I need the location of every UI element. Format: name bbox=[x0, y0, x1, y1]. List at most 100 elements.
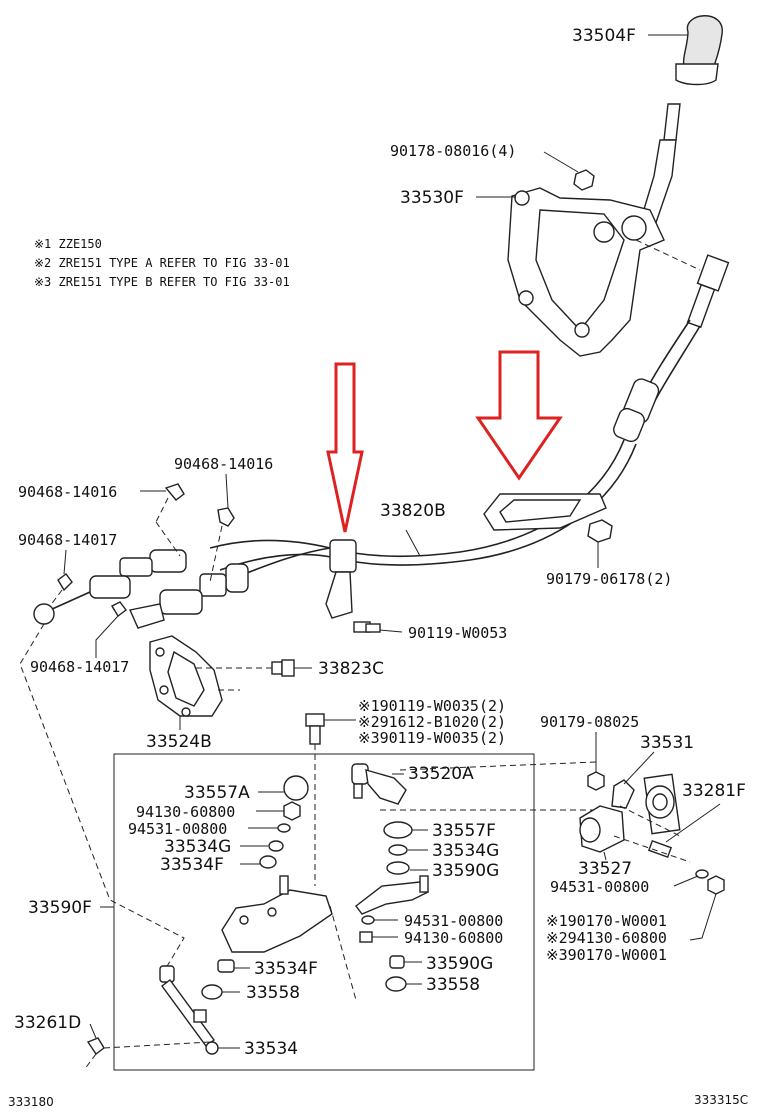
label-90119-W0053: 90119-W0053 bbox=[408, 624, 507, 642]
lead-cable bbox=[405, 529, 421, 557]
label-33524B: 33524B bbox=[146, 732, 212, 752]
shift-lever-small[interactable] bbox=[355, 875, 430, 915]
pin-right[interactable] bbox=[647, 839, 673, 859]
nut-right-lower[interactable] bbox=[707, 875, 725, 895]
label-90468-14016-left: 90468-14016 bbox=[18, 483, 117, 501]
lead-multi-right bbox=[689, 893, 717, 941]
dash-33261D-2 bbox=[83, 1053, 97, 1071]
washer-94531-00800-mid[interactable] bbox=[361, 915, 375, 925]
label-94531-left: 94531-00800 bbox=[128, 820, 227, 838]
clip-33261D[interactable] bbox=[86, 1037, 105, 1056]
ball-joint-33520A[interactable] bbox=[351, 763, 407, 805]
red-arrow-left bbox=[326, 362, 364, 533]
label-94130-left: 94130-60800 bbox=[136, 803, 235, 821]
dash-long-left bbox=[19, 623, 185, 969]
nut-94130-60800-left[interactable] bbox=[283, 801, 301, 821]
lead-33261D bbox=[89, 1023, 97, 1039]
lever-33527[interactable] bbox=[579, 805, 625, 853]
label-multi-3: ※390119-W0035(2) bbox=[358, 729, 506, 747]
cable-boot[interactable] bbox=[611, 377, 661, 444]
bushing-33534F-left[interactable] bbox=[259, 855, 277, 869]
red-arrow-right bbox=[475, 350, 563, 481]
nut-94130-60800-mid[interactable] bbox=[359, 931, 373, 943]
bushing-33590G-lower[interactable] bbox=[389, 955, 405, 969]
lead-33531 bbox=[623, 751, 655, 785]
lead-bolt-mid bbox=[379, 629, 403, 633]
note-1: ※1 ZZE150 bbox=[34, 237, 102, 251]
shifter-bracket-33530F[interactable] bbox=[507, 187, 665, 357]
label-33590G-lower: 33590G bbox=[426, 954, 493, 974]
cable-clamp[interactable] bbox=[325, 539, 357, 619]
label-90468-14017-bottom: 90468-14017 bbox=[30, 658, 129, 676]
bushing-33534G-left[interactable] bbox=[268, 840, 284, 852]
dash-bracket-cable bbox=[635, 239, 701, 271]
bracket-33524B[interactable] bbox=[149, 635, 223, 717]
bolt-33823C[interactable] bbox=[271, 659, 295, 677]
label-33820B: 33820B bbox=[380, 501, 446, 521]
label-33558-right: 33558 bbox=[426, 975, 480, 995]
label-94531-mid: 94531-00800 bbox=[404, 912, 503, 930]
figure-code-right: 333315C bbox=[694, 1093, 748, 1107]
cable-end-top[interactable] bbox=[686, 254, 730, 329]
bolt-90119-W0053[interactable] bbox=[353, 621, 381, 633]
bolt-multi[interactable] bbox=[305, 713, 325, 745]
label-multi-2: ※291612-B1020(2) bbox=[358, 713, 506, 731]
cable-end-upper[interactable] bbox=[33, 549, 187, 625]
selector-lever-plate[interactable] bbox=[221, 875, 333, 953]
dash-right-assy bbox=[613, 805, 691, 863]
label-33281F: 33281F bbox=[682, 781, 746, 801]
label-33557A: 33557A bbox=[184, 783, 250, 803]
shift-knob[interactable] bbox=[675, 15, 723, 86]
label-33261D: 33261D bbox=[14, 1013, 81, 1033]
note-2: ※2 ZRE151 TYPE A REFER TO FIG 33-01 bbox=[34, 256, 290, 270]
group-box bbox=[113, 753, 535, 1071]
bushing-33590G-upper[interactable] bbox=[386, 861, 410, 875]
lead-33527 bbox=[603, 851, 607, 861]
ball-33557A[interactable] bbox=[283, 775, 309, 801]
label-33558-left: 33558 bbox=[246, 983, 300, 1003]
grommet-plate[interactable] bbox=[483, 493, 607, 531]
label-90468-14017-left: 90468-14017 bbox=[18, 531, 117, 549]
washer-94531-00800-left[interactable] bbox=[277, 823, 291, 833]
select-rod-33534[interactable] bbox=[159, 965, 219, 1055]
cap-33557F[interactable] bbox=[383, 821, 413, 839]
dash-clip-left-a bbox=[155, 497, 169, 523]
notes-block: ※1 ZZE150 ※2 ZRE151 TYPE A REFER TO FIG … bbox=[34, 237, 290, 289]
label-33534: 33534 bbox=[244, 1039, 298, 1059]
label-33531: 33531 bbox=[640, 733, 694, 753]
washer-94531-00800-right[interactable] bbox=[695, 869, 709, 879]
dash-33261D bbox=[103, 1041, 211, 1049]
label-94531-right: 94531-00800 bbox=[550, 878, 649, 896]
lead-clip-bottom bbox=[95, 615, 119, 658]
bushing-33534F-lower[interactable] bbox=[217, 959, 235, 973]
label-33504F: 33504F bbox=[572, 26, 636, 46]
lead-clip-top bbox=[225, 473, 229, 509]
bolt-90178-08016[interactable] bbox=[573, 169, 595, 191]
label-33590G-upper: 33590G bbox=[432, 861, 499, 881]
bushing-33534G-right[interactable] bbox=[388, 844, 408, 856]
seal-33281F[interactable] bbox=[643, 773, 681, 835]
cable-end-lower[interactable] bbox=[129, 563, 249, 629]
lever-33531[interactable] bbox=[611, 779, 635, 809]
clip-90468-14016-left[interactable] bbox=[164, 483, 185, 501]
label-33557F: 33557F bbox=[432, 821, 496, 841]
label-multi-r1: ※190170-W0001 bbox=[546, 912, 667, 930]
label-94130-mid: 94130-60800 bbox=[404, 929, 503, 947]
note-3: ※3 ZRE151 TYPE B REFER TO FIG 33-01 bbox=[34, 275, 290, 289]
label-33534G-left: 33534G bbox=[164, 837, 231, 857]
dash-clip-left2 bbox=[49, 589, 63, 607]
clip-90468-14017-bottom[interactable] bbox=[111, 601, 127, 618]
label-multi-r2: ※294130-60800 bbox=[546, 929, 667, 947]
label-33534F-lower: 33534F bbox=[254, 959, 318, 979]
label-33823C: 33823C bbox=[318, 659, 384, 679]
label-90468-14016-top: 90468-14016 bbox=[174, 455, 273, 473]
nut-90179-08025[interactable] bbox=[587, 771, 605, 791]
clip-90468-14016-top[interactable] bbox=[217, 507, 235, 527]
clip-90468-14017-left[interactable] bbox=[57, 573, 73, 592]
nut-90179-06178[interactable] bbox=[587, 519, 613, 543]
label-90178-08016: 90178-08016(4) bbox=[390, 142, 516, 160]
bushing-33558-right[interactable] bbox=[385, 976, 407, 992]
bushing-33558-left[interactable] bbox=[201, 984, 223, 1000]
label-33534F-left: 33534F bbox=[160, 855, 224, 875]
